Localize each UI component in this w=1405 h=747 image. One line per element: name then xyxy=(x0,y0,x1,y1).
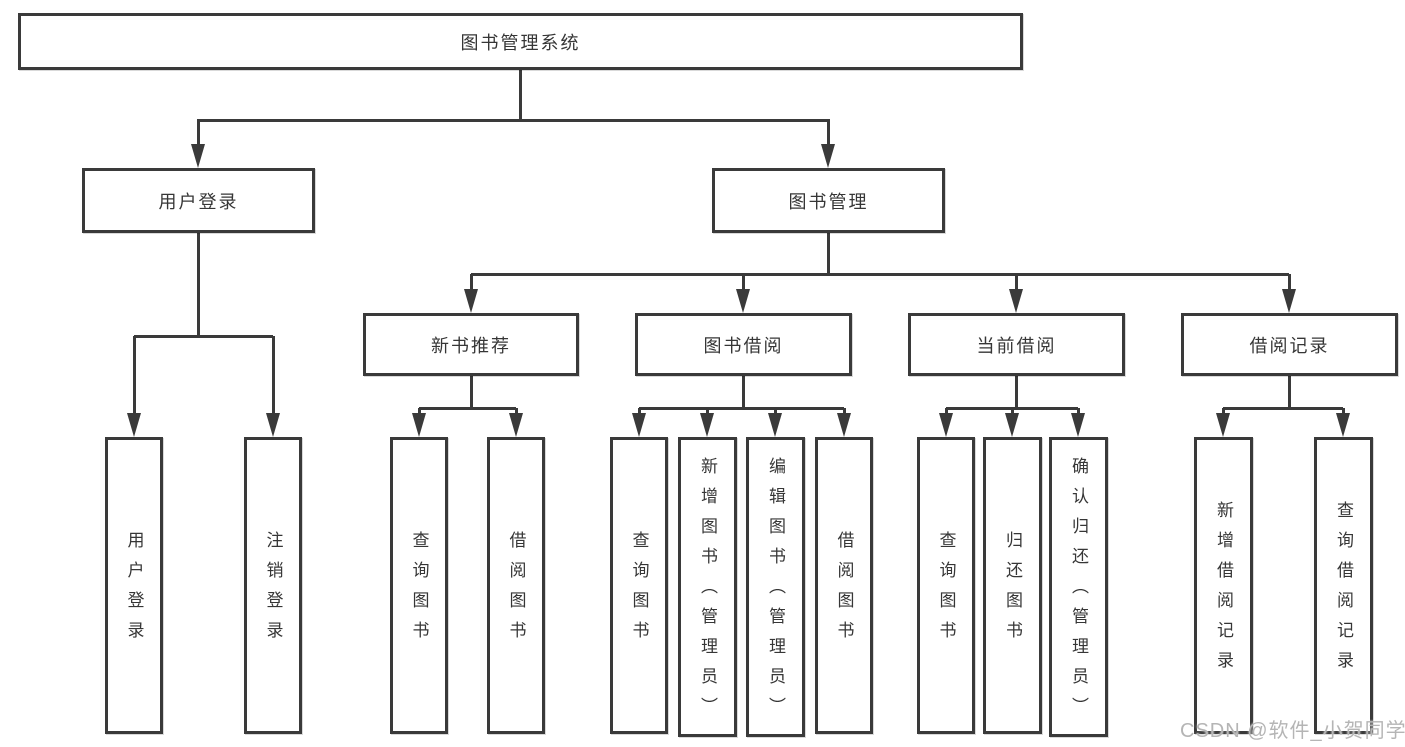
connector-vline xyxy=(741,274,745,291)
arrow-down-icon xyxy=(821,144,835,168)
arrow-down-icon xyxy=(736,289,750,313)
leaf-borrow-books: 借阅图书 xyxy=(815,437,873,734)
node-borrowing-records: 借阅记录 xyxy=(1181,313,1398,376)
arrow-down-icon xyxy=(127,413,141,437)
node-label: 归还图书 xyxy=(1003,530,1022,651)
connector-vline xyxy=(469,274,473,291)
arrow-down-icon xyxy=(464,289,478,313)
node-label: 查询借阅记录 xyxy=(1334,500,1353,681)
connector-vline xyxy=(842,408,846,415)
node-user-login: 用户登录 xyxy=(82,168,315,233)
leaf-query-books-borrowing: 查询图书 xyxy=(610,437,668,734)
node-label: 新增图书（管理员） xyxy=(698,457,717,727)
node-library-management-system: 图书管理系统 xyxy=(18,13,1023,70)
connector-vline xyxy=(469,376,473,408)
node-label: 注销登录 xyxy=(263,530,283,651)
node-label: 用户登录 xyxy=(124,530,144,651)
leaf-confirm-return-admin: 确认归还（管理员） xyxy=(1049,437,1108,737)
node-label: 确认归还（管理员） xyxy=(1069,457,1088,727)
node-label: 新增借阅记录 xyxy=(1214,500,1233,681)
node-label: 查询图书 xyxy=(629,530,649,651)
connector-vline xyxy=(705,408,709,415)
connector-vline xyxy=(1221,408,1225,415)
node-label: 借阅图书 xyxy=(834,530,854,651)
node-label: 用户登录 xyxy=(158,191,239,212)
connector-hline xyxy=(1223,406,1343,410)
leaf-borrow-books-recommend: 借阅图书 xyxy=(487,437,545,734)
connector-vline xyxy=(826,233,830,274)
arrow-down-icon xyxy=(837,413,851,437)
node-new-book-recommendation: 新书推荐 xyxy=(363,313,579,376)
arrow-down-icon xyxy=(939,413,953,437)
connector-vline xyxy=(132,336,136,415)
arrow-down-icon xyxy=(1282,289,1296,313)
leaf-query-books-current: 查询图书 xyxy=(917,437,975,734)
arrow-down-icon xyxy=(1009,289,1023,313)
arrow-down-icon xyxy=(191,144,205,168)
connector-vline xyxy=(196,120,200,146)
connector-vline xyxy=(514,408,518,415)
connector-hline xyxy=(197,118,830,122)
connector-vline xyxy=(271,336,275,415)
arrow-down-icon xyxy=(768,413,782,437)
node-label: 图书借阅 xyxy=(703,335,784,356)
csdn-watermark: CSDN @软件_小贺同学 xyxy=(1180,720,1405,742)
leaf-user-login: 用户登录 xyxy=(105,437,163,734)
connector-vline xyxy=(518,70,522,120)
connector-vline xyxy=(773,408,777,415)
leaf-query-books-recommend: 查询图书 xyxy=(390,437,448,734)
connector-vline xyxy=(1010,408,1014,415)
connector-vline xyxy=(944,408,948,415)
arrow-down-icon xyxy=(700,413,714,437)
node-label: 图书管理系统 xyxy=(460,32,581,53)
connector-vline xyxy=(417,408,421,415)
node-book-borrowing: 图书借阅 xyxy=(635,313,852,376)
arrow-down-icon xyxy=(1005,413,1019,437)
connector-hline xyxy=(419,406,516,410)
node-label: 当前借阅 xyxy=(976,335,1057,356)
leaf-add-borrowing-record: 新增借阅记录 xyxy=(1194,437,1253,734)
node-label: 查询图书 xyxy=(409,530,429,651)
arrow-down-icon xyxy=(412,413,426,437)
node-book-management: 图书管理 xyxy=(712,168,945,233)
connector-hline xyxy=(134,334,273,338)
arrow-down-icon xyxy=(509,413,523,437)
node-label: 图书管理 xyxy=(788,191,869,212)
node-label: 编辑图书（管理员） xyxy=(766,457,785,727)
arrow-down-icon xyxy=(1071,413,1085,437)
node-current-borrowing: 当前借阅 xyxy=(908,313,1125,376)
node-label: 查询图书 xyxy=(936,530,956,651)
connector-hline xyxy=(639,406,844,410)
connector-vline xyxy=(1076,408,1080,415)
leaf-return-book: 归还图书 xyxy=(983,437,1042,734)
leaf-query-borrowing-record: 查询借阅记录 xyxy=(1314,437,1373,734)
arrow-down-icon xyxy=(1216,413,1230,437)
connector-vline xyxy=(196,233,200,336)
leaf-logout: 注销登录 xyxy=(244,437,302,734)
connector-vline xyxy=(1014,274,1018,291)
node-label: 新书推荐 xyxy=(431,335,511,356)
arrow-down-icon xyxy=(632,413,646,437)
connector-vline xyxy=(1287,376,1291,408)
connector-vline xyxy=(741,376,745,408)
leaf-add-book-admin: 新增图书（管理员） xyxy=(678,437,737,737)
connector-vline xyxy=(826,120,830,146)
connector-hline xyxy=(471,272,1289,276)
arrow-down-icon xyxy=(1336,413,1350,437)
node-label: 借阅记录 xyxy=(1249,335,1330,356)
leaf-edit-book-admin: 编辑图书（管理员） xyxy=(746,437,805,737)
connector-vline xyxy=(1014,376,1018,408)
node-label: 借阅图书 xyxy=(506,530,526,651)
connector-vline xyxy=(1341,408,1345,415)
arrow-down-icon xyxy=(266,413,280,437)
connector-hline xyxy=(946,406,1078,410)
connector-vline xyxy=(1287,274,1291,291)
connector-vline xyxy=(637,408,641,415)
